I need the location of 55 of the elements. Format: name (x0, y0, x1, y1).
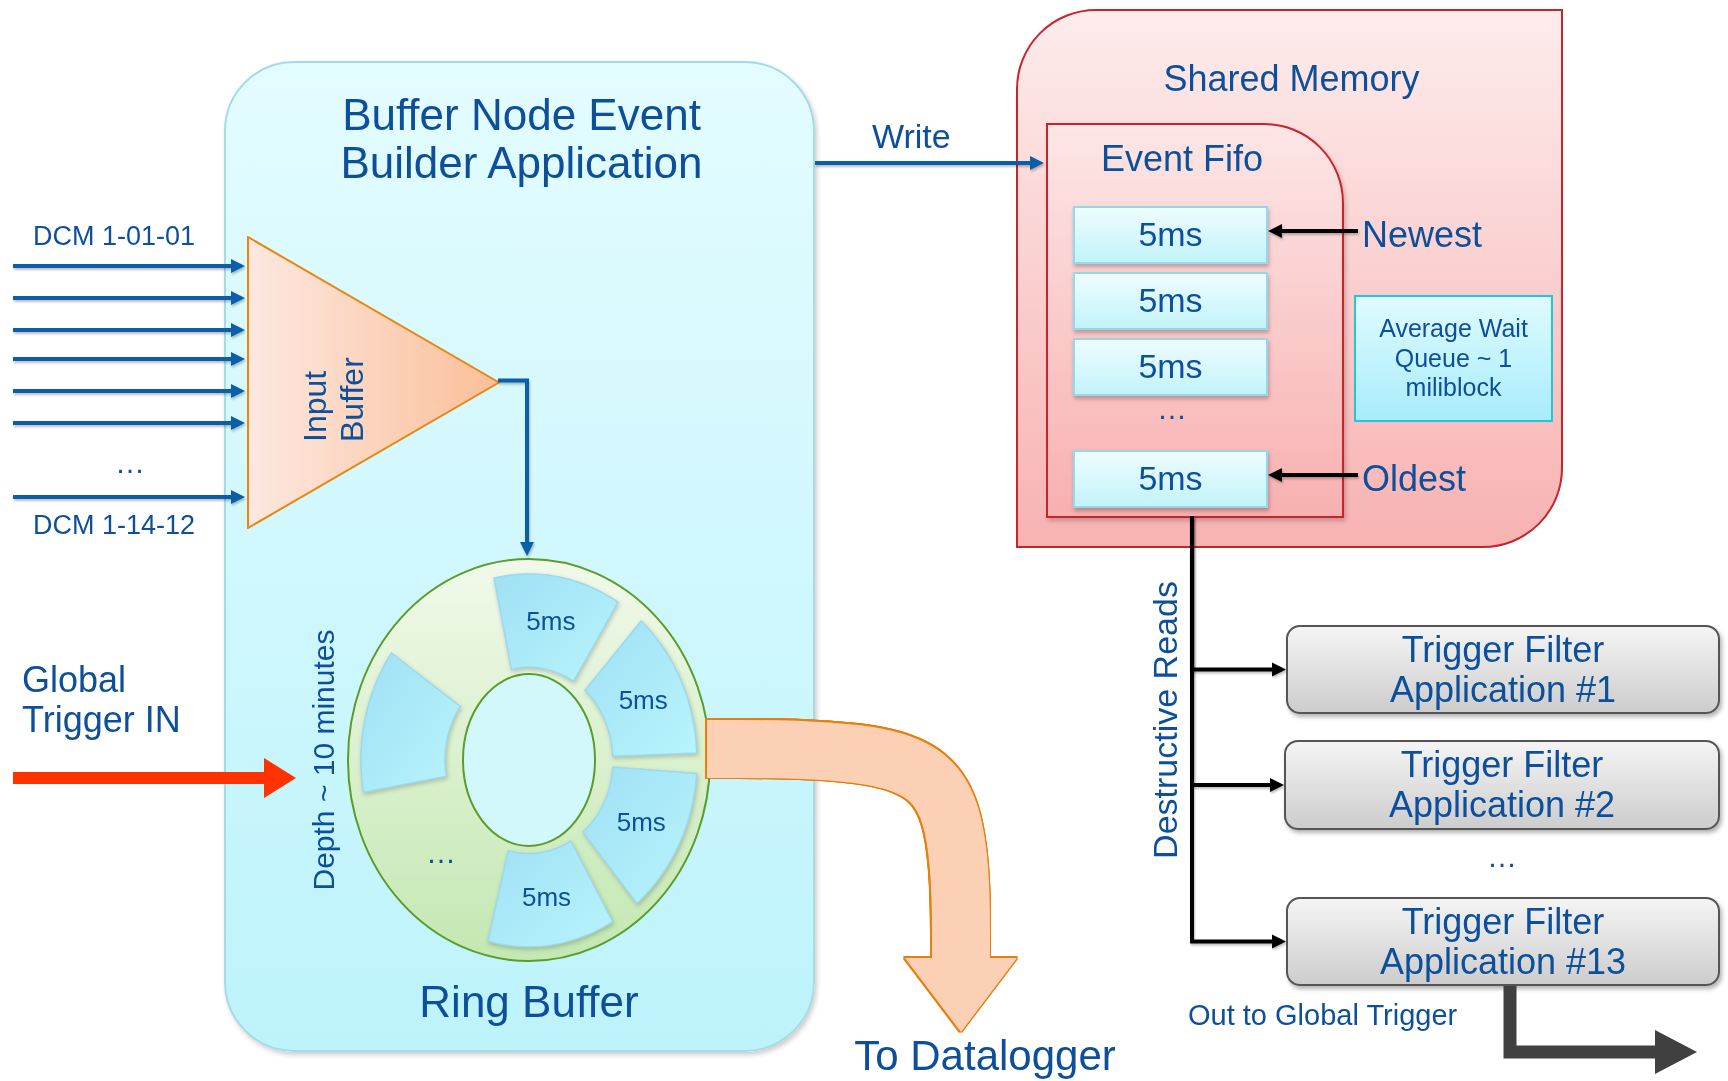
arrow (1268, 468, 1358, 482)
box-label: Trigger Filter Application #13 (1378, 901, 1628, 982)
filter-box (1284, 740, 1720, 830)
arrow (13, 259, 245, 273)
buffer-block (1073, 450, 1268, 508)
ring-title: Ring Buffer (418, 978, 640, 1027)
pointer-label: Newest (1362, 215, 1483, 255)
depth-note: Depth ~ 10 minutes (307, 629, 341, 891)
note-text: Average Wait Queue ~ 1 miliblock (1378, 314, 1529, 403)
arrow (13, 291, 245, 305)
block-label: 5ms (1138, 216, 1203, 254)
arrow (13, 323, 245, 337)
arrow (13, 352, 245, 366)
filter-box (1286, 625, 1720, 714)
filter-box (1286, 897, 1720, 986)
ellipsis-label: … (1156, 392, 1188, 425)
arrow (498, 378, 534, 556)
buffer-block (1073, 272, 1268, 330)
box-label: Trigger Filter Application #1 (1388, 629, 1618, 710)
application-panel (224, 61, 815, 1052)
arrow (1503, 986, 1697, 1074)
block-label: 5ms (1138, 282, 1203, 320)
ellipsis-label: … (114, 446, 146, 479)
edge-label: Out to Global Trigger (1188, 1000, 1458, 1032)
ellipsis-label: … (1486, 840, 1518, 873)
edge-label: Destructive Reads (1145, 581, 1185, 859)
note-box (1354, 295, 1553, 422)
arrow (13, 490, 245, 504)
panel-title: Buffer Node Event Builder Application (339, 91, 704, 188)
box-label: Trigger Filter Application #2 (1387, 745, 1617, 825)
arrow (13, 384, 245, 398)
panel-title: Event Fifo (1099, 139, 1265, 179)
fifo-panel (1046, 123, 1344, 518)
edge-label: Global Trigger IN (22, 660, 182, 740)
memory-panel (1016, 9, 1563, 548)
segment-label: 5ms (525, 607, 577, 636)
arrow (13, 758, 296, 798)
segment-label: 5ms (617, 685, 669, 715)
panel-title: Shared Memory (1162, 59, 1421, 99)
block-label: 5ms (1138, 460, 1203, 498)
buffer-block (1073, 206, 1268, 264)
block-label: 5ms (1138, 348, 1203, 386)
ellipsis-label: … (425, 836, 457, 869)
edge-label: DCM 1-14-12 (33, 511, 196, 541)
arrow (815, 156, 1044, 170)
edge-label: Write (872, 118, 951, 156)
triangle-label: Input Buffer (297, 356, 371, 442)
buffer-block (1073, 338, 1268, 396)
arrow (1268, 224, 1358, 238)
edge-label: DCM 1-01-01 (33, 222, 196, 252)
segment-label: 5ms (520, 883, 573, 913)
arrow (13, 416, 245, 430)
segment-label: 5ms (615, 808, 667, 838)
pointer-label: Oldest (1362, 459, 1467, 499)
pointer-label: To Datalogger (854, 1032, 1116, 1080)
